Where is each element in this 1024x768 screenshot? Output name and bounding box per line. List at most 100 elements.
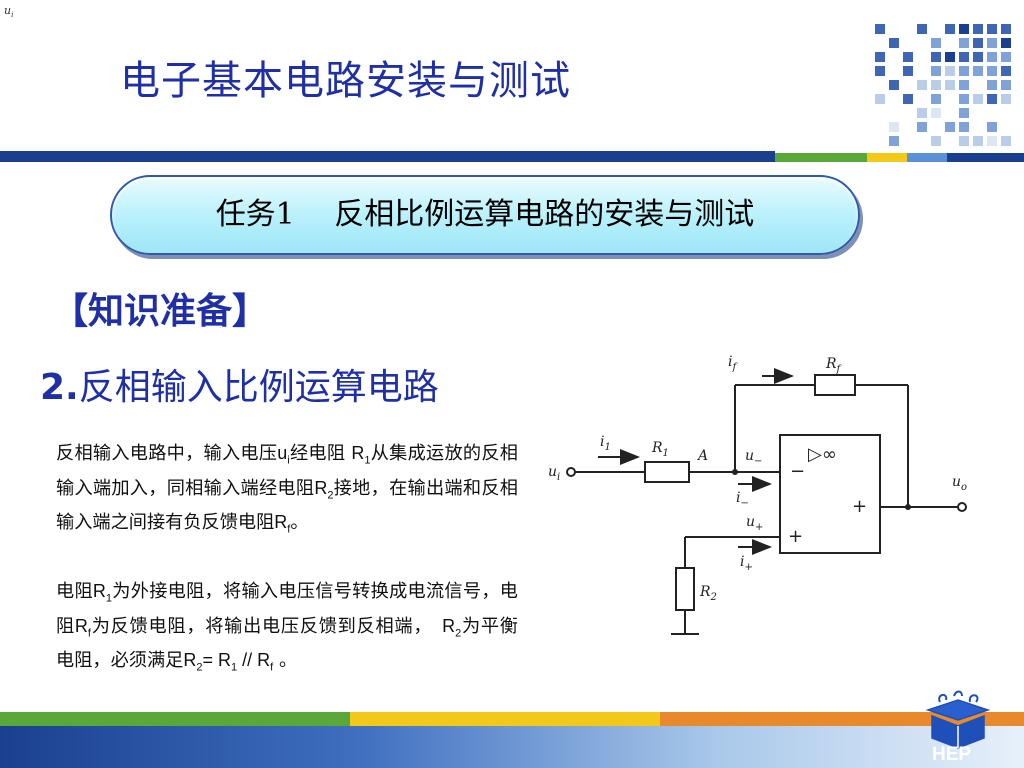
pixel-square: [1001, 80, 1011, 90]
section-number: 2.: [40, 367, 79, 408]
pixel-square: [959, 66, 969, 76]
top-stripe-lightblue: [907, 153, 947, 162]
pixel-square: [959, 52, 969, 62]
pixel-square: [973, 66, 983, 76]
task-banner: 任务1 反相比例运算电路的安装与测试: [110, 175, 860, 255]
pixel-square: [973, 52, 983, 62]
label-i1: i1: [600, 434, 611, 453]
label-i-minus: i−: [736, 490, 749, 509]
top-color-stripe: [0, 151, 1024, 165]
resistor-r2: [675, 567, 695, 611]
pixel-square: [945, 80, 955, 90]
corner-variable-mark: ui: [4, 4, 14, 20]
pixel-square: [945, 122, 955, 132]
label-rf: Rf: [825, 356, 843, 375]
pixel-square: [889, 80, 899, 90]
pixel-square: [959, 80, 969, 90]
pixel-square: [959, 38, 969, 48]
label-node-a: A: [696, 448, 708, 464]
pixel-square: [945, 66, 955, 76]
label-u-plus: u+: [746, 514, 763, 533]
pixel-square: [931, 52, 941, 62]
pixel-square: [903, 94, 913, 104]
pixel-square: [973, 94, 983, 104]
pixel-square: [987, 80, 997, 90]
pixel-square: [945, 52, 955, 62]
pixel-square: [875, 24, 885, 34]
pixel-square: [903, 52, 913, 62]
amp-infinity-symbol: ▷∞: [808, 444, 837, 465]
hep-logo-text: HEP: [932, 744, 972, 765]
pixel-square: [931, 136, 941, 146]
label-i-plus: i+: [740, 554, 753, 573]
label-if: if: [728, 354, 738, 373]
inverting-minus-sign: −: [790, 461, 805, 482]
pixel-square: [931, 80, 941, 90]
pixel-square: [987, 38, 997, 48]
paragraph-resistor-roles: 电阻R1为外接电阻，将输入电压信号转换成电流信号，电阻Rf为反馈电阻，将输出电压…: [56, 581, 518, 674]
pixel-square: [1001, 94, 1011, 104]
pixel-square: [931, 108, 941, 118]
top-stripe-darkblue: [947, 153, 1024, 162]
pixel-square: [931, 94, 941, 104]
pixel-square: [889, 136, 899, 146]
output-terminal: [957, 502, 967, 512]
label-r1: R1: [651, 440, 669, 459]
pixel-square: [987, 136, 997, 146]
pixel-square: [987, 52, 997, 62]
pixel-square: [917, 122, 927, 132]
label-r2: R2: [699, 584, 717, 603]
bottom-stripe-green: [0, 712, 350, 726]
label-u-minus: u−: [745, 448, 762, 467]
pixel-square: [973, 136, 983, 146]
pixel-square: [917, 108, 927, 118]
bottom-stripe-yellow: [350, 712, 660, 726]
pixel-square: [903, 66, 913, 76]
pixel-square: [959, 94, 969, 104]
resistor-r1: [644, 461, 690, 483]
pixel-square: [959, 122, 969, 132]
hep-logo-icon: [925, 690, 991, 749]
pixel-squares-decoration: [875, 24, 1011, 146]
pixel-square: [945, 24, 955, 34]
label-ui: ui: [548, 464, 560, 483]
section-heading-clip: 2.反相输入比例运算电路: [40, 358, 520, 416]
pixel-square: [1001, 136, 1011, 146]
pixel-square: [959, 24, 969, 34]
pixel-square: [959, 136, 969, 146]
pixel-square: [917, 80, 927, 90]
op-amp-box: [779, 434, 881, 554]
pixel-square: [987, 24, 997, 34]
pixel-square: [959, 108, 969, 118]
page-title: 电子基本电路安装与测试: [120, 58, 571, 104]
pixel-square: [973, 38, 983, 48]
pixel-square: [875, 66, 885, 76]
pixel-square: [973, 24, 983, 34]
resistor-rf: [814, 374, 856, 396]
pixel-square: [889, 38, 899, 48]
junction-output: [905, 504, 911, 510]
bottom-color-band: [0, 712, 1024, 768]
pixel-square: [875, 94, 885, 104]
inverting-amplifier-circuit-diagram: if Rf i1 R1 A u− ui i− u+ i+ uo R2 ▷∞ − …: [548, 354, 967, 635]
pixel-square: [1001, 66, 1011, 76]
top-stripe-green: [775, 153, 867, 162]
pixel-square: [917, 24, 927, 34]
noninverting-plus-sign: +: [788, 526, 803, 547]
pixel-square: [1001, 38, 1011, 48]
output-plus-sign: +: [852, 496, 867, 517]
pixel-square: [931, 38, 941, 48]
paragraph-inverting-input-description: 反相输入电路中，输入电压ui经电阻 R1从集成运放的反相输入端加入，同相输入端经…: [56, 443, 518, 536]
junction-node-a: [732, 469, 738, 475]
pixel-square: [931, 66, 941, 76]
task-banner-text: 任务1 反相比例运算电路的安装与测试: [215, 197, 755, 232]
pixel-square: [987, 122, 997, 132]
pixel-square: [987, 66, 997, 76]
input-terminal: [566, 467, 576, 477]
section-heading-text: 反相输入比例运算电路: [78, 367, 439, 408]
pixel-square: [875, 52, 885, 62]
top-stripe-yellow: [867, 153, 907, 162]
top-stripe-blue: [0, 151, 775, 162]
pixel-square: [1001, 24, 1011, 34]
pixel-square: [1001, 52, 1011, 62]
